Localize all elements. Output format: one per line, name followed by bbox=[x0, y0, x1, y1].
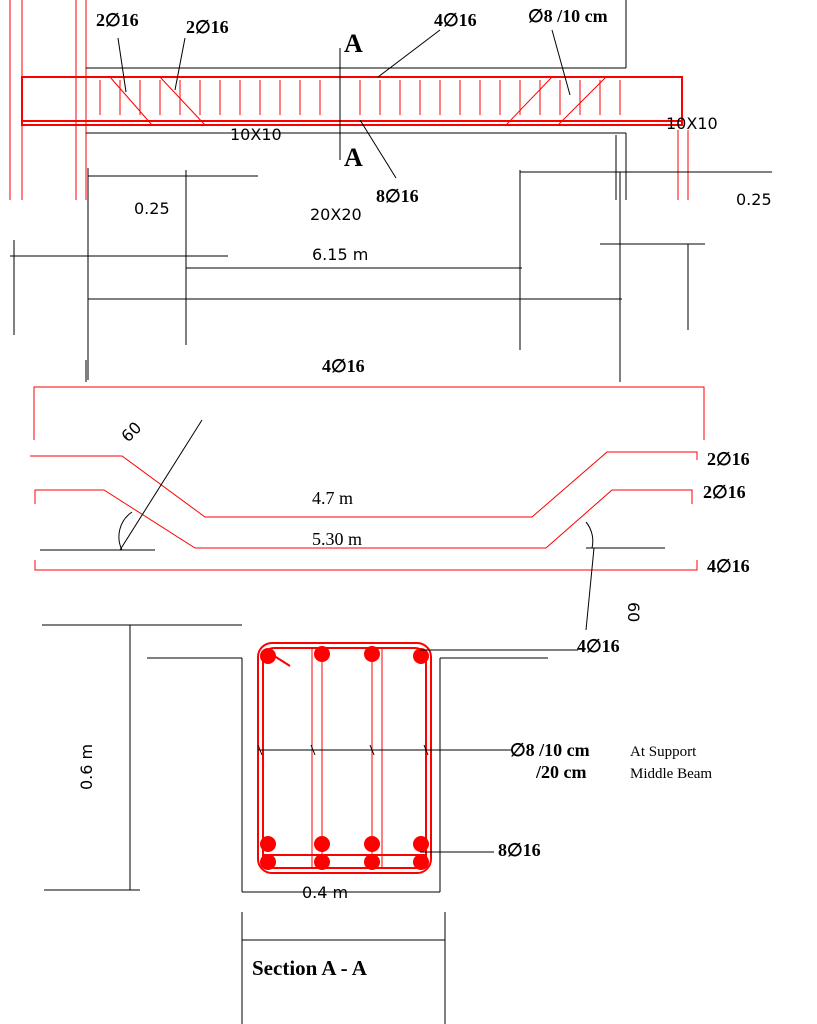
beam-band bbox=[21, 76, 683, 126]
leader-line bbox=[377, 29, 441, 78]
column-size-label: 20X20 bbox=[310, 205, 362, 224]
rebar-label: 8∅16 bbox=[376, 186, 419, 206]
bar-schedule: 4∅16 2∅16 2∅16 4∅16 4.7 m 5.30 m 60 60 bbox=[30, 356, 750, 631]
rebar-label: 4∅16 bbox=[577, 636, 620, 656]
rebar-label: 2∅16 bbox=[96, 10, 139, 30]
rebar-dot bbox=[364, 646, 380, 662]
stirrup-inner bbox=[262, 647, 427, 869]
width-label: 0.4 m bbox=[302, 883, 348, 902]
depth-label: 0.6 m bbox=[77, 744, 96, 790]
bent-bar-shape bbox=[30, 451, 698, 518]
rebar-dot bbox=[260, 836, 276, 852]
stirrup-note: At Support bbox=[630, 744, 697, 760]
rebar-label: 4∅16 bbox=[322, 356, 365, 376]
rebar-label: 4∅16 bbox=[434, 10, 477, 30]
tick-mark bbox=[257, 744, 263, 756]
section-mark: A bbox=[344, 29, 363, 58]
angle-label: 60 bbox=[117, 418, 145, 446]
stirrup-spacing-label: /20 cm bbox=[535, 762, 586, 782]
cross-section: 4∅16 ∅8 /10 cm At Support /20 cm Middle … bbox=[42, 624, 712, 1024]
bent-bar bbox=[109, 76, 153, 126]
angle-leader bbox=[119, 419, 203, 551]
leader-line bbox=[551, 29, 571, 96]
bent-bar bbox=[557, 76, 607, 126]
tick-mark bbox=[310, 744, 316, 756]
haunch-label: 10X10 bbox=[666, 114, 718, 133]
angle-leader bbox=[585, 547, 595, 631]
rebar-bars bbox=[260, 646, 429, 870]
rebar-dot bbox=[260, 648, 276, 664]
bent-bar-shape bbox=[34, 489, 693, 549]
rebar-dot bbox=[413, 648, 429, 664]
leader-line bbox=[117, 37, 127, 93]
section-title: Section A - A bbox=[252, 956, 368, 980]
rebar-dot bbox=[364, 854, 380, 870]
section-mark: A bbox=[344, 143, 363, 172]
angle-label: 60 bbox=[624, 602, 643, 622]
haunch-label: 10X10 bbox=[230, 125, 282, 144]
rebar-dot bbox=[314, 836, 330, 852]
rebar-label: 2∅16 bbox=[186, 17, 229, 37]
rebar-dot bbox=[314, 854, 330, 870]
stirrup-outer bbox=[257, 642, 432, 874]
bottom-bar-shape bbox=[34, 560, 698, 571]
leader-line bbox=[359, 119, 397, 179]
dimension-lines: 0.25 0.25 6.15 m bbox=[10, 168, 772, 380]
rebar-dot bbox=[314, 646, 330, 662]
stirrup-label: ∅8 /10 cm bbox=[528, 6, 608, 26]
leader-line bbox=[174, 37, 186, 91]
support-width-label: 0.25 bbox=[134, 199, 170, 218]
tick-mark bbox=[423, 744, 429, 756]
rebar-label: 2∅16 bbox=[707, 449, 750, 469]
span-label: 6.15 m bbox=[312, 245, 368, 264]
bent-bar bbox=[505, 76, 553, 126]
bent-bar bbox=[159, 76, 206, 126]
rebar-dot bbox=[413, 836, 429, 852]
stirrups bbox=[99, 80, 621, 115]
length-label: 5.30 m bbox=[312, 529, 362, 549]
beam-elevation: 2∅16 2∅16 4∅16 ∅8 /10 cm A A 8∅16 10X10 … bbox=[9, 0, 718, 224]
rebar-label: 2∅16 bbox=[703, 482, 746, 502]
rebar-label: 4∅16 bbox=[707, 556, 750, 576]
rebar-dot bbox=[364, 836, 380, 852]
top-bar-shape bbox=[33, 386, 705, 440]
length-label: 4.7 m bbox=[312, 488, 353, 508]
stirrup-note: Middle Beam bbox=[630, 766, 712, 782]
rebar-dot bbox=[260, 854, 276, 870]
rebar-dot bbox=[413, 854, 429, 870]
angle-arc bbox=[585, 521, 594, 549]
support-width-label: 0.25 bbox=[736, 190, 772, 209]
tick-mark bbox=[369, 744, 375, 756]
rebar-label: 8∅16 bbox=[498, 840, 541, 860]
angle-arc bbox=[118, 511, 133, 551]
stirrup-label: ∅8 /10 cm bbox=[510, 740, 590, 760]
